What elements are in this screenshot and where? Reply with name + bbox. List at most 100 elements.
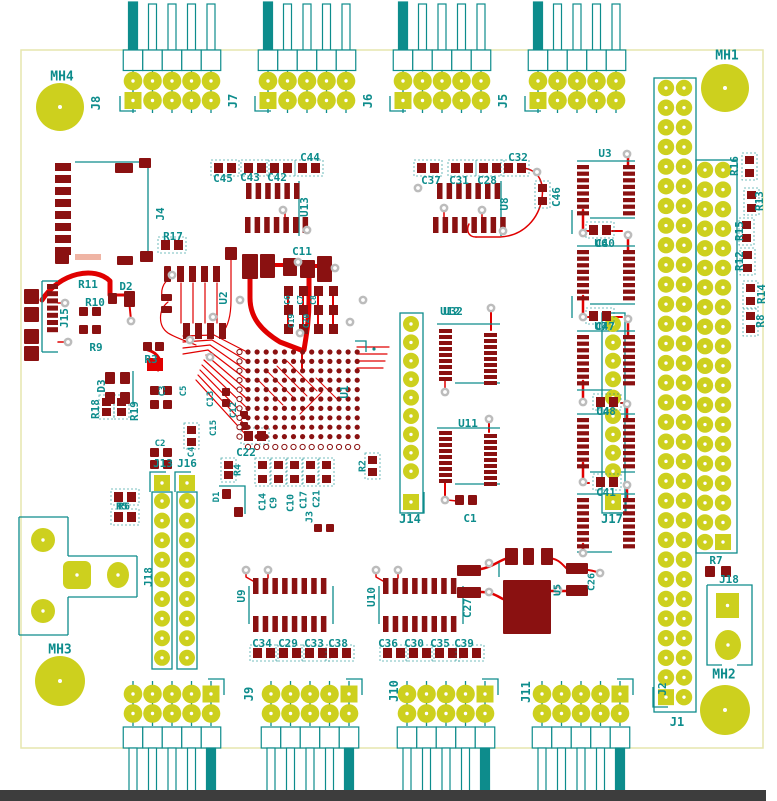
ref-label-U2[interactable]: U2 [217, 291, 230, 304]
ref-label-R7[interactable]: R7 [709, 554, 722, 567]
passive-R8[interactable] [742, 308, 759, 337]
ref-label-R9[interactable]: R9 [89, 341, 102, 354]
passive-R13[interactable] [743, 187, 760, 216]
passive-C4[interactable] [183, 422, 200, 450]
ref-label-J9[interactable]: J9 [242, 687, 256, 701]
ref-label-J4[interactable]: J4 [154, 207, 167, 221]
ref-label-U12[interactable]: U12 [440, 305, 460, 318]
ref-label-MH1[interactable]: MH1 [715, 49, 739, 64]
ref-label-R17[interactable]: R17 [163, 230, 183, 243]
ref-label-U5[interactable]: U5 [553, 584, 564, 596]
ic-U3[interactable] [577, 165, 635, 216]
connector-J18-left[interactable] [31, 528, 129, 623]
ref-label-R3[interactable]: R3 [144, 353, 157, 366]
ref-label-C38[interactable]: C38 [328, 637, 348, 650]
ref-label-R19[interactable]: R19 [128, 401, 141, 421]
ref-label-R5[interactable]: R5 [116, 502, 128, 513]
ref-label-J14[interactable]: J14 [399, 512, 421, 526]
ref-label-C20[interactable]: C20 [302, 314, 311, 329]
ref-label-D1[interactable]: D1 [212, 492, 222, 503]
ref-label-U11[interactable]: U11 [458, 417, 478, 430]
ref-label-C13[interactable]: C13 [206, 391, 216, 407]
connector-J-bottom-1[interactable] [122, 678, 225, 796]
mount-hole-MH2[interactable] [700, 685, 750, 735]
ref-label-J1[interactable]: J1 [670, 715, 684, 729]
passive-C48[interactable] [592, 393, 622, 411]
passive-C34[interactable] [249, 644, 279, 662]
mount-hole-MH1[interactable] [701, 64, 749, 112]
ref-label-C29[interactable]: C29 [278, 637, 298, 650]
ref-label-J3[interactable]: J3 [305, 511, 316, 523]
ref-label-R11[interactable]: R11 [78, 278, 98, 291]
ref-label-U9[interactable]: U9 [235, 589, 248, 602]
ref-label-J17[interactable]: J17 [601, 512, 623, 526]
ref-label-R8[interactable]: R8 [754, 314, 767, 327]
ref-label-D2[interactable]: D2 [119, 280, 132, 293]
connector-J5[interactable] [389, 1, 492, 113]
ref-label-C33[interactable]: C33 [304, 637, 324, 650]
ref-label-C22[interactable]: C22 [236, 446, 256, 459]
ref-label-R12[interactable]: R12 [733, 251, 746, 271]
ref-label-J16[interactable]: J16 [177, 457, 197, 470]
connector-J7[interactable] [119, 1, 222, 113]
passive-R14[interactable] [742, 280, 759, 309]
ic-U9[interactable] [253, 578, 327, 632]
ref-label-R4[interactable]: R4 [233, 464, 244, 476]
ref-label-J11[interactable]: J11 [519, 681, 533, 703]
ref-label-C12[interactable]: C12 [229, 402, 239, 418]
ref-label-C32[interactable]: C32 [508, 151, 528, 164]
passive-R6[interactable] [110, 488, 140, 506]
ic-U10[interactable] [383, 578, 457, 632]
connector-J2[interactable] [695, 159, 738, 554]
passive-C39[interactable] [455, 644, 485, 662]
connector-J16[interactable] [176, 475, 198, 670]
passive-C9c[interactable] [270, 457, 287, 487]
ref-label-MH4[interactable]: MH4 [50, 70, 74, 85]
passive-C10c[interactable] [286, 457, 303, 487]
ref-label-R2[interactable]: R2 [358, 460, 369, 472]
passive-C38[interactable] [325, 644, 355, 662]
passive-R12[interactable] [739, 247, 756, 276]
ref-label-J10[interactable]: J10 [387, 680, 401, 702]
ref-label-C4[interactable]: C4 [187, 446, 197, 457]
ref-label-U13[interactable]: U13 [298, 197, 311, 217]
ref-label-C3[interactable]: C3 [158, 386, 168, 397]
ref-label-C8[interactable]: C8 [309, 295, 318, 305]
ref-label-C46[interactable]: C46 [550, 187, 563, 207]
ref-label-C44[interactable]: C44 [300, 151, 320, 164]
ref-label-C27[interactable]: C27 [461, 598, 474, 618]
connector-J-top-4[interactable] [524, 1, 627, 113]
ref-label-C15[interactable]: C15 [209, 420, 219, 436]
passive-C30[interactable] [405, 644, 435, 662]
passive-C37[interactable] [413, 159, 443, 177]
connector-J9[interactable] [260, 678, 363, 796]
passive-C41[interactable] [592, 473, 622, 491]
passive-C29[interactable] [275, 644, 305, 662]
ref-label-U1[interactable]: U1 [338, 385, 351, 399]
ic-U6[interactable] [577, 250, 635, 301]
ref-label-U7[interactable]: U7 [594, 320, 607, 333]
ic-U32[interactable] [439, 329, 497, 385]
passive-R17[interactable] [157, 236, 187, 254]
mount-hole-MH4[interactable] [36, 83, 84, 131]
connector-J11[interactable] [531, 678, 634, 796]
ref-label-C5[interactable]: C5 [179, 386, 189, 397]
ref-label-C36[interactable]: C36 [378, 637, 398, 650]
connector-J14[interactable] [399, 312, 424, 514]
ref-label-C41[interactable]: C41 [596, 486, 616, 499]
ref-label-J8[interactable]: J8 [89, 96, 103, 110]
ic-U7[interactable] [577, 335, 635, 386]
ref-label-C47[interactable]: C47 [595, 320, 615, 333]
ref-label-J5[interactable]: J5 [496, 94, 510, 108]
ref-label-C19[interactable]: C19 [287, 314, 296, 329]
passive-C36[interactable] [379, 644, 409, 662]
connector-J10[interactable] [396, 678, 499, 796]
ref-label-C9[interactable]: C9 [269, 497, 280, 509]
passive-R16[interactable] [741, 152, 758, 181]
ref-label-C40[interactable]: C40 [595, 237, 615, 250]
ref-label-C28[interactable]: C28 [477, 174, 497, 187]
ref-label-C6[interactable]: C6 [283, 295, 292, 305]
connector-J13[interactable] [151, 475, 173, 670]
ref-label-C10[interactable]: C10 [286, 494, 297, 512]
ref-label-C30[interactable]: C30 [404, 637, 424, 650]
